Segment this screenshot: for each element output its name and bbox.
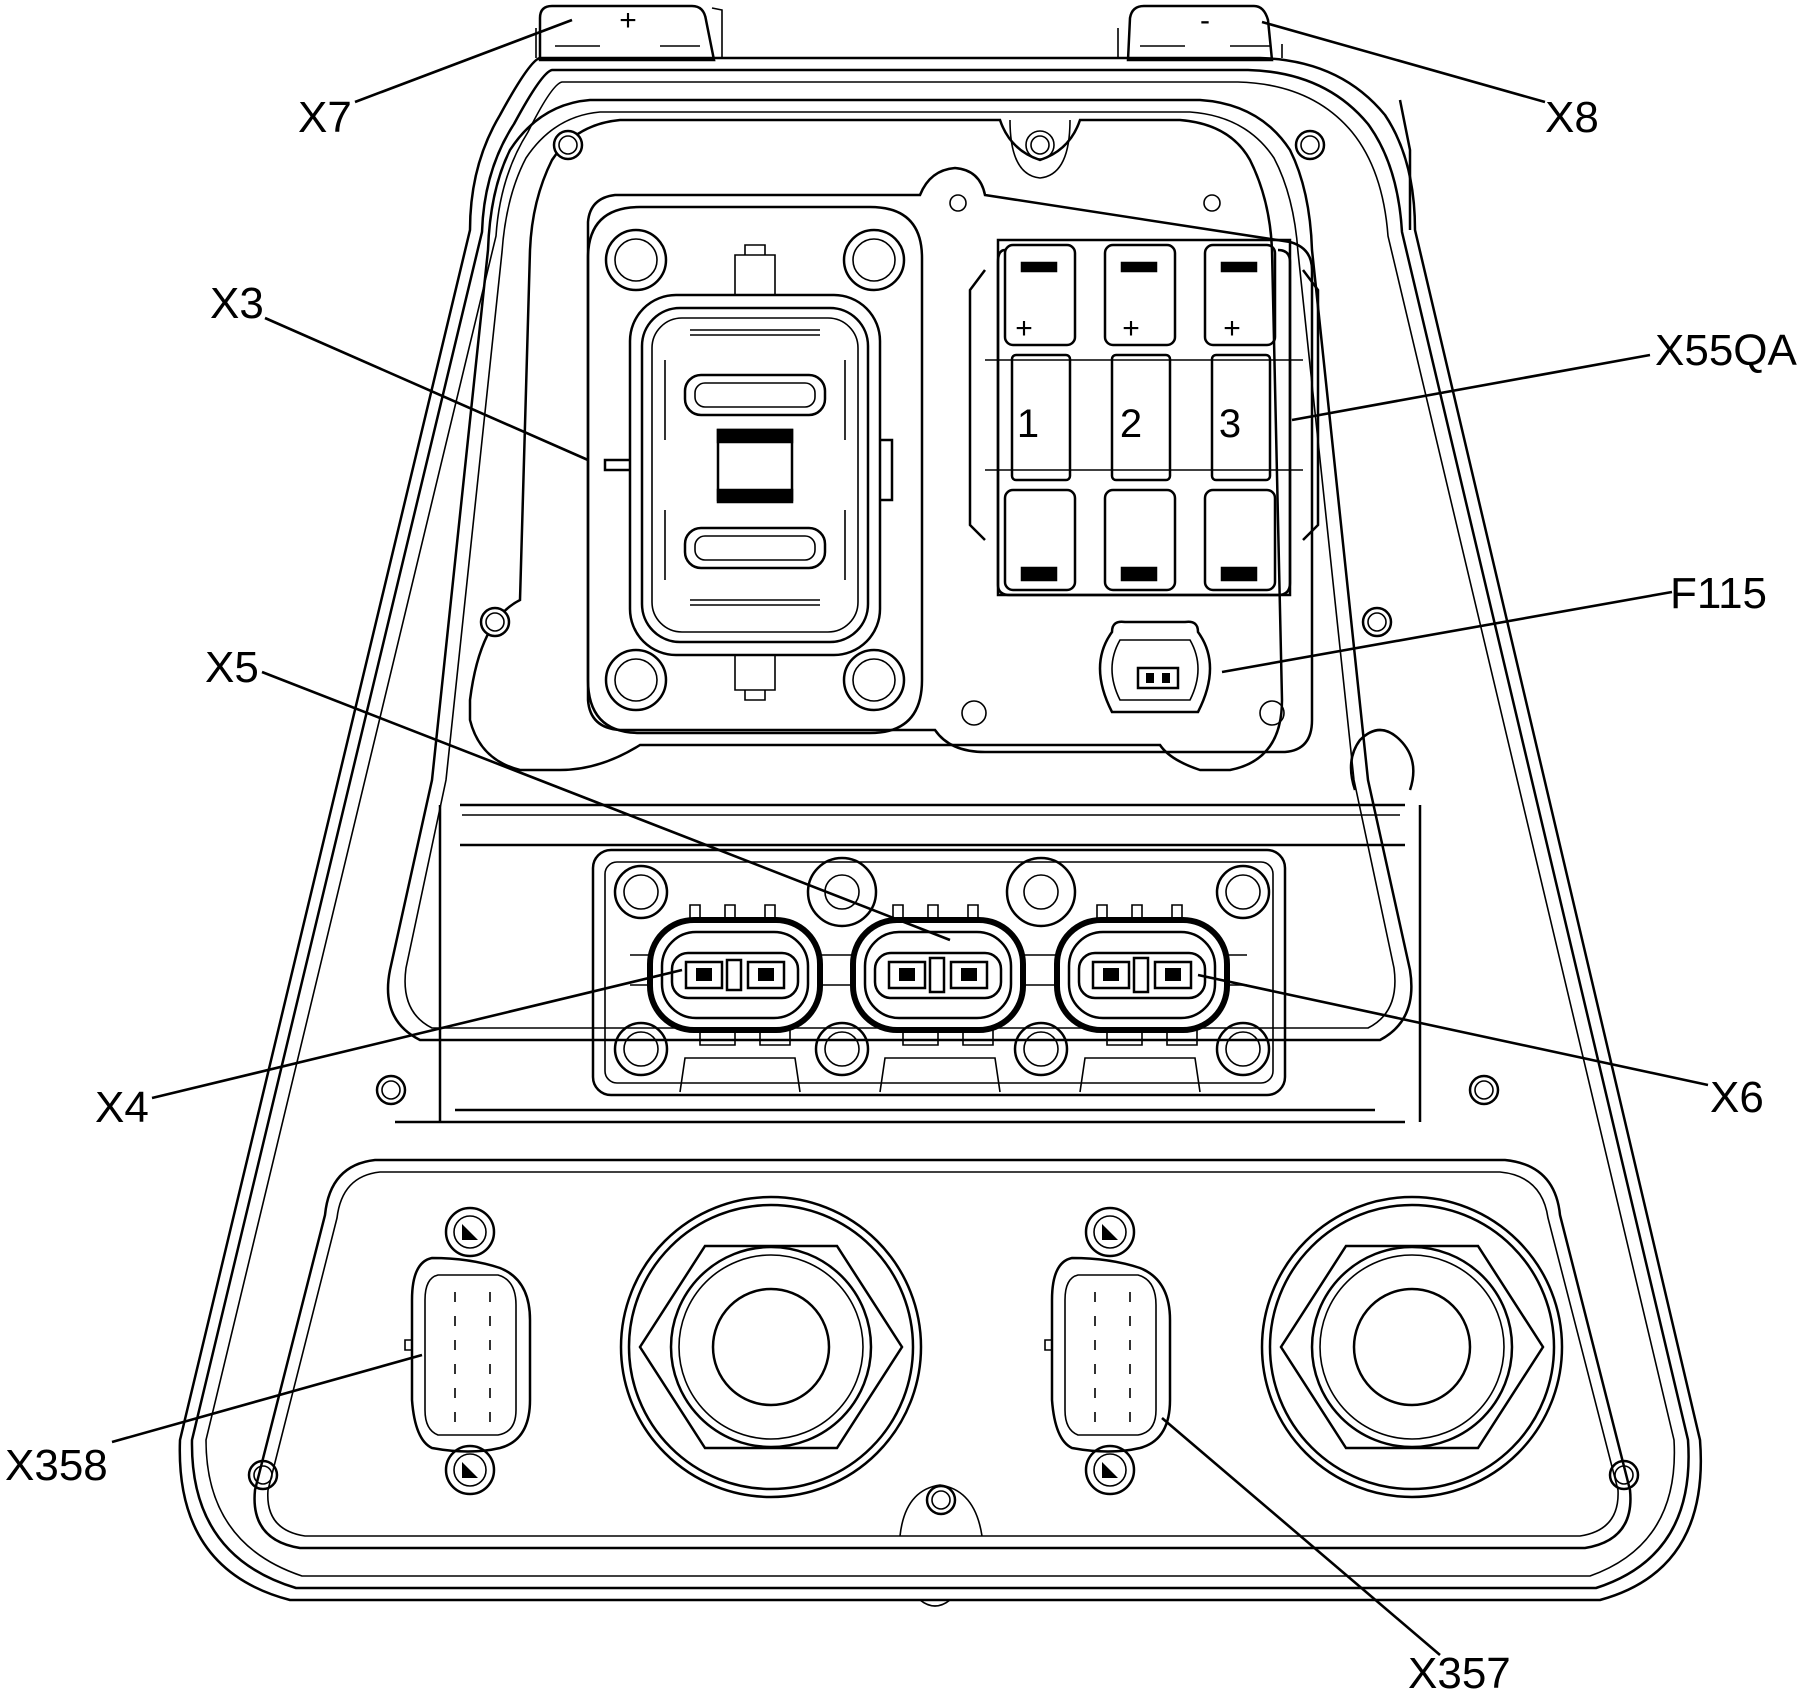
lower-panel xyxy=(253,1158,1632,1550)
leader-x55qa xyxy=(1291,353,1651,422)
leader-x8 xyxy=(1261,20,1546,104)
label-x7: X7 xyxy=(298,93,352,142)
leader-lines xyxy=(111,18,1709,1656)
connector-x4 xyxy=(647,904,823,1046)
fuse-2-number: 2 xyxy=(1120,402,1142,446)
label-f115: F115 xyxy=(1670,569,1767,618)
label-x5: X5 xyxy=(205,643,259,692)
terminal-plus-symbol: + xyxy=(619,4,637,37)
grommet-right xyxy=(1260,1195,1564,1499)
callout-labels: X7 X8 X3 X55QA F115 X5 X4 X6 X358 X357 xyxy=(5,93,1797,1692)
label-x3: X3 xyxy=(210,279,264,328)
fuse-1-plus: + xyxy=(1015,312,1033,345)
leader-x4 xyxy=(151,968,683,1100)
connector-f115 xyxy=(1098,620,1212,714)
fuse-3-plus: + xyxy=(1223,312,1241,345)
upper-plate xyxy=(586,166,1314,754)
fuse-3-number: 3 xyxy=(1219,402,1241,446)
leader-x7 xyxy=(354,18,573,104)
leader-x6 xyxy=(1197,973,1709,1087)
label-x357: X357 xyxy=(1408,1649,1511,1692)
fuse-3: + 3 xyxy=(1203,243,1277,592)
fuse-2-plus: + xyxy=(1122,312,1140,345)
leader-f115 xyxy=(1221,590,1673,674)
label-x4: X4 xyxy=(95,1083,149,1132)
connector-x3 xyxy=(586,205,924,735)
leader-x358 xyxy=(111,1353,423,1444)
housing-recess xyxy=(386,98,1413,1042)
leader-x357 xyxy=(1161,1417,1441,1656)
fuse-1: + 1 xyxy=(1003,243,1077,592)
connector-x5 xyxy=(850,904,1026,1046)
leader-x5 xyxy=(261,670,951,942)
label-x55qa: X55QA xyxy=(1655,326,1797,375)
middle-channel xyxy=(395,728,1422,1124)
terminal-x7: + xyxy=(535,4,723,62)
terminal-x8: - xyxy=(1117,4,1283,62)
label-x6: X6 xyxy=(1710,1073,1764,1122)
label-x358: X358 xyxy=(5,1441,108,1490)
fuse-1-number: 1 xyxy=(1017,402,1039,446)
mounting-holes xyxy=(247,129,1640,1516)
label-x8: X8 xyxy=(1545,93,1599,142)
connector-x6 xyxy=(1054,904,1230,1046)
housing-outline xyxy=(178,56,1703,1607)
connector-x358 xyxy=(404,1206,532,1496)
connector-x357 xyxy=(1044,1206,1172,1496)
fuse-2: + 2 xyxy=(1103,243,1177,592)
grommet-left xyxy=(619,1195,923,1499)
fuse-block-x55qa: + 1 + 2 + 3 xyxy=(968,238,1320,597)
upper-panel xyxy=(468,118,1284,772)
leader-x3 xyxy=(264,316,589,462)
terminal-minus-symbol: - xyxy=(1200,4,1210,37)
